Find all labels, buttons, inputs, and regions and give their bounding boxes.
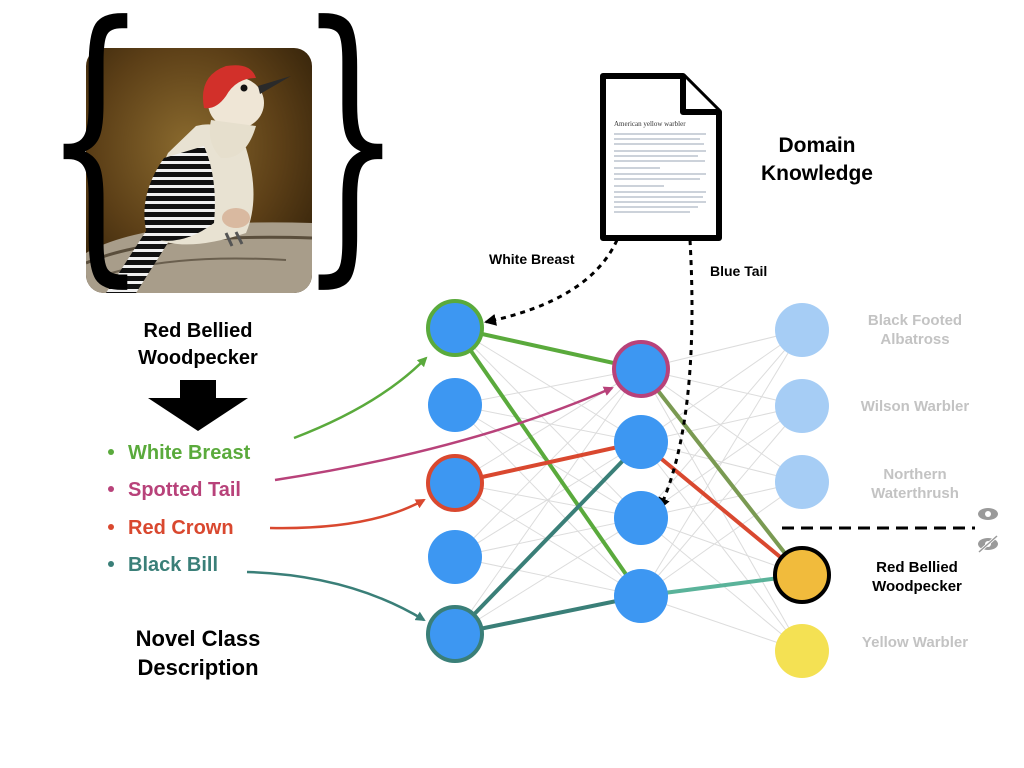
hidden-layer (612, 340, 670, 623)
bullet-icon (108, 448, 114, 455)
class-label-unseen: Yellow Warbler (861, 634, 969, 651)
output-layer (773, 303, 831, 678)
connection (454, 404, 642, 443)
attribute-arrows (246, 356, 614, 622)
hidden-node (614, 415, 668, 469)
connection (640, 368, 803, 483)
knowledge-arrows (484, 239, 694, 510)
connection (640, 595, 803, 652)
domain-knowledge-label: Domain Knowledge (760, 134, 873, 185)
bullet-icon (108, 523, 114, 530)
output-node (775, 624, 829, 678)
input-node (426, 454, 484, 512)
attribute-item: Black Bill (108, 554, 218, 577)
hidden-node (614, 569, 668, 623)
class-label-highlighted: Red Bellied Woodpecker (872, 559, 962, 595)
input-node (426, 605, 484, 663)
eye-icon (978, 508, 998, 520)
knowledge-edge-label: White Breast (489, 251, 575, 267)
connection (454, 368, 642, 635)
attribute-item: White Breast (108, 442, 250, 465)
connection (640, 481, 803, 519)
hidden-node (612, 340, 670, 398)
description-title: Novel Class Description (135, 626, 261, 680)
attribute-label: White Breast (128, 442, 251, 464)
eye-slash-icon (978, 534, 998, 554)
class-label-seen: Northern Waterthrush (871, 466, 959, 502)
connection (454, 482, 642, 519)
attribute-item: Red Crown (108, 517, 234, 540)
connection (640, 481, 803, 597)
left-brace: { (42, 0, 148, 312)
highlighted-connections (453, 326, 804, 636)
bullet-icon (108, 560, 114, 567)
input-node (428, 378, 482, 432)
output-node (773, 546, 831, 604)
document-icon (600, 73, 722, 241)
document-title: American yellow warbler (614, 120, 686, 128)
connection (454, 327, 642, 443)
down-arrow-icon (148, 380, 248, 431)
connection (454, 368, 642, 484)
input-layer (426, 299, 484, 663)
bullet-icon (108, 485, 114, 492)
attribute-label: Red Crown (128, 517, 234, 539)
class-label-seen: Black Footed Albatross (867, 312, 963, 348)
class-label-seen: Wilson Warbler (860, 398, 970, 415)
output-node (775, 455, 829, 509)
connection (454, 517, 642, 635)
attribute-item: Spotted Tail (108, 479, 241, 502)
output-node (775, 379, 829, 433)
right-brace: } (297, 0, 403, 312)
output-node (775, 303, 829, 357)
attribute-label: Spotted Tail (128, 479, 241, 501)
connection (640, 329, 803, 519)
input-node (426, 299, 484, 357)
bird-name: Red Bellied Woodpecker (138, 320, 258, 369)
connection (640, 405, 803, 597)
hidden-node (614, 491, 668, 545)
connection (640, 329, 803, 597)
connection (454, 441, 642, 558)
knowledge-edge-label: Blue Tail (710, 263, 768, 279)
attribute-label: Black Bill (128, 554, 219, 576)
bird-photo (86, 48, 312, 293)
input-node (428, 530, 482, 584)
connection (640, 329, 803, 443)
woodpecker-image (86, 48, 312, 293)
connection (454, 368, 642, 406)
